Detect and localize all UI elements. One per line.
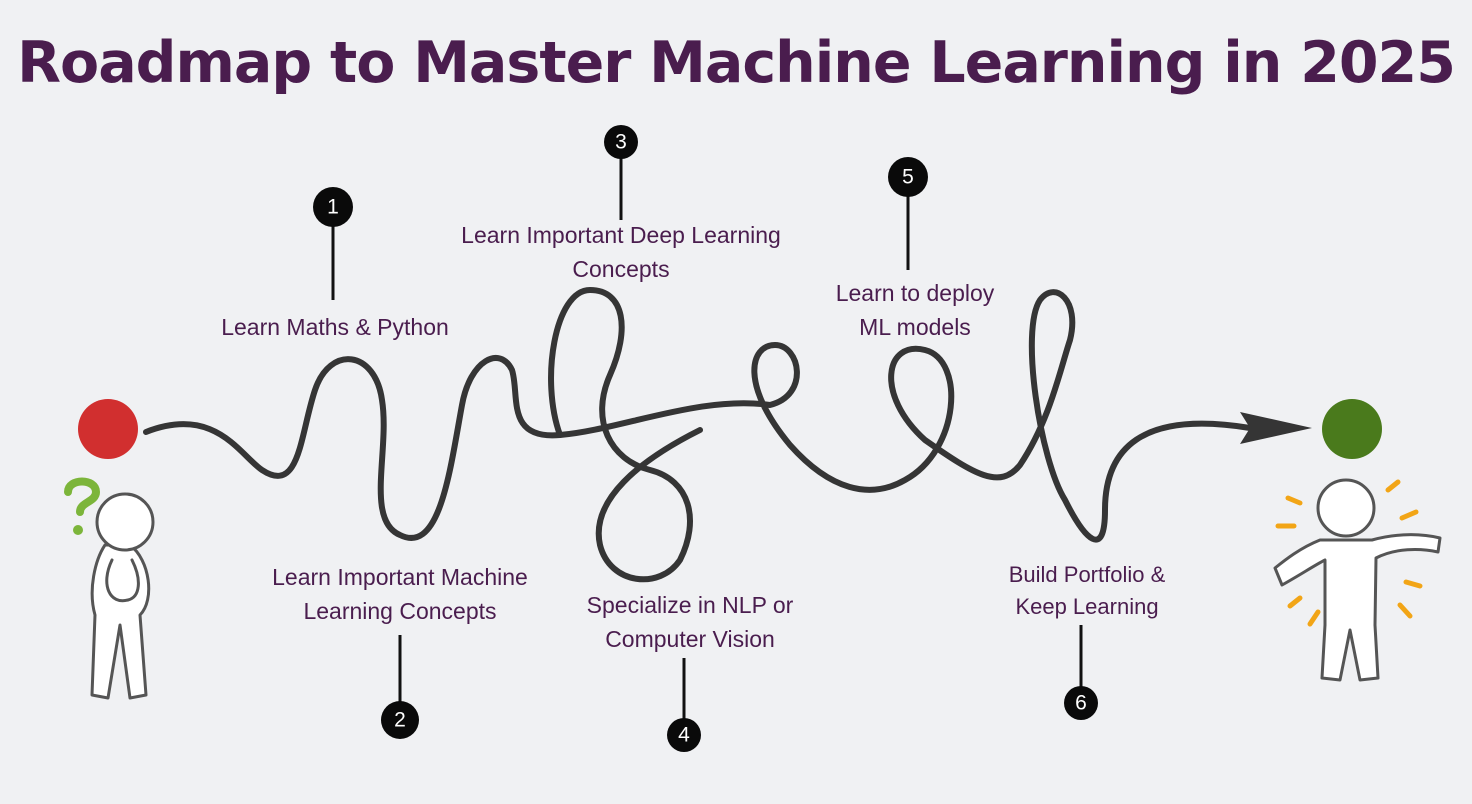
start-dot: [78, 399, 138, 459]
step-pin-6: 6: [1064, 625, 1098, 720]
roadmap-loop-3: [548, 286, 703, 583]
step-label-5-line2: ML models: [859, 314, 971, 340]
celebrating-person-icon: [1273, 478, 1442, 682]
step-badge-4: [667, 718, 701, 752]
step-pin-5: 5: [888, 157, 928, 270]
step-pin-1: 1: [313, 187, 353, 300]
step-badge-1: [313, 187, 353, 227]
step-label-5: Learn to deploy ML models: [800, 276, 1030, 344]
step-label-1-line1: Learn Maths & Python: [221, 314, 449, 340]
step-label-5-line1: Learn to deploy: [835, 280, 995, 306]
step-label-6-line1: Build Portfolio &: [1008, 562, 1166, 587]
step-label-2: Learn Important Machine Learning Concept…: [240, 560, 560, 628]
step-number-4: 4: [678, 724, 690, 747]
roadmap-arrowhead: [1240, 412, 1312, 444]
page-title: Roadmap to Master Machine Learning in 20…: [17, 30, 1456, 96]
step-label-2-line2: Learning Concepts: [303, 598, 497, 624]
end-dot: [1322, 399, 1382, 459]
step-label-3: Learn Important Deep Learning Concepts: [430, 218, 812, 286]
step-number-6: 6: [1075, 692, 1087, 715]
step-label-4-line2: Computer Vision: [605, 626, 775, 652]
step-badge-3: [604, 125, 638, 159]
step-number-3: 3: [615, 131, 627, 154]
step-pin-2: 2: [381, 635, 419, 739]
roadmap-path: [143, 289, 1253, 543]
step-number-5: 5: [902, 166, 914, 189]
step-badge-2: [381, 701, 419, 739]
step-number-1: 1: [327, 196, 339, 219]
step-label-4: Specialize in NLP or Computer Vision: [550, 588, 830, 656]
step-label-2-line1: Learn Important Machine: [272, 564, 528, 590]
step-number-2: 2: [394, 709, 406, 732]
step-label-4-line1: Specialize in NLP or: [586, 592, 794, 618]
step-label-6-line2: Keep Learning: [1015, 594, 1159, 619]
step-label-3-line1: Learn Important Deep Learning: [461, 222, 781, 248]
step-label-1: Learn Maths & Python: [185, 310, 485, 344]
step-label-3-line2: Concepts: [572, 256, 670, 282]
step-label-6: Build Portfolio & Keep Learning: [977, 559, 1197, 623]
step-pin-4: 4: [667, 658, 701, 752]
thinking-person-icon: [64, 477, 155, 700]
step-pin-3: 3: [604, 125, 638, 220]
step-badge-6: [1064, 686, 1098, 720]
step-badge-5: [888, 157, 928, 197]
